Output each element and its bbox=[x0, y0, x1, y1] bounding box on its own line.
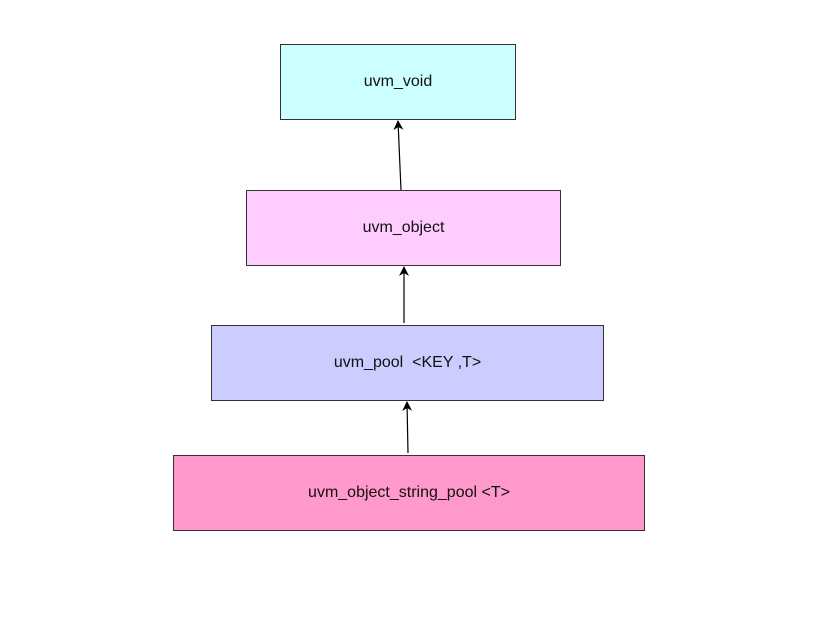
node-uvm-object: uvm_object bbox=[246, 190, 561, 266]
node-uvm-void: uvm_void bbox=[280, 44, 516, 120]
node-uvm-object-string-pool: uvm_object_string_pool <T> bbox=[173, 455, 645, 531]
node-uvm-pool: uvm_pool <KEY ,T> bbox=[211, 325, 604, 401]
edge-object-to-void bbox=[393, 120, 404, 191]
edge-string-pool-to-pool bbox=[402, 401, 413, 454]
